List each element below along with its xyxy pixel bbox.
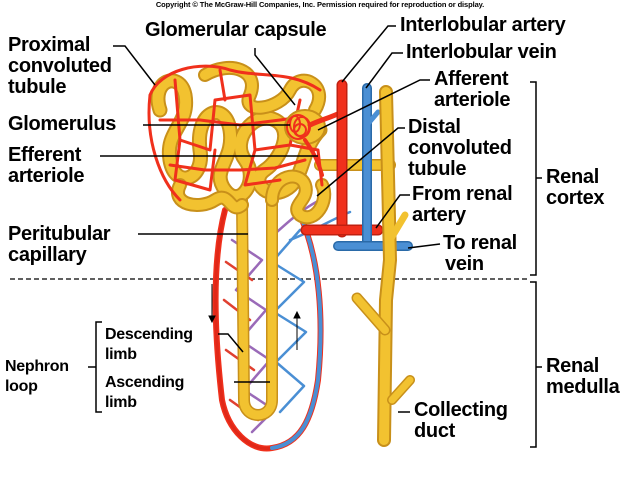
label-interlobular-artery: Interlobular artery [400, 14, 566, 36]
nephron-loop-tubule [236, 194, 278, 421]
renal-corpuscle [284, 109, 345, 177]
label-efferent-arteriole: Efferent arteriole [8, 144, 85, 187]
label-from-renal-artery: From renal artery [412, 183, 513, 226]
label-distal-convoluted-tubule: Distal convoluted tubule [408, 116, 512, 180]
label-descending-limb: Descending limb [105, 326, 193, 363]
convoluted-tubule-cluster [150, 60, 396, 225]
label-ascending-limb: Ascending limb [105, 374, 185, 411]
label-proximal-convoluted-tubule: Proximal convoluted tubule [8, 34, 112, 98]
label-renal-cortex: Renal cortex [546, 166, 605, 209]
peritubular-capillary-network [212, 198, 352, 452]
copyright-notice: Copyright © The McGraw-Hill Companies, I… [155, 0, 485, 9]
label-renal-medulla: Renal medulla [546, 355, 620, 398]
label-interlobular-vein: Interlobular vein [406, 41, 557, 63]
label-glomerulus: Glomerulus [8, 113, 117, 135]
label-peritubular-capillary: Peritubular capillary [8, 223, 111, 266]
label-to-renal-vein: To renal vein [443, 232, 517, 275]
label-afferent-arteriole: Afferent arteriole [434, 68, 511, 111]
leader-lines [88, 25, 542, 448]
label-nephron-loop: Nephron loop [5, 358, 69, 395]
flow-arrows [208, 284, 301, 350]
collecting-duct [351, 85, 415, 447]
label-collecting-duct: Collecting duct [414, 399, 508, 442]
label-glomerular-capsule: Glomerular capsule [145, 19, 327, 41]
